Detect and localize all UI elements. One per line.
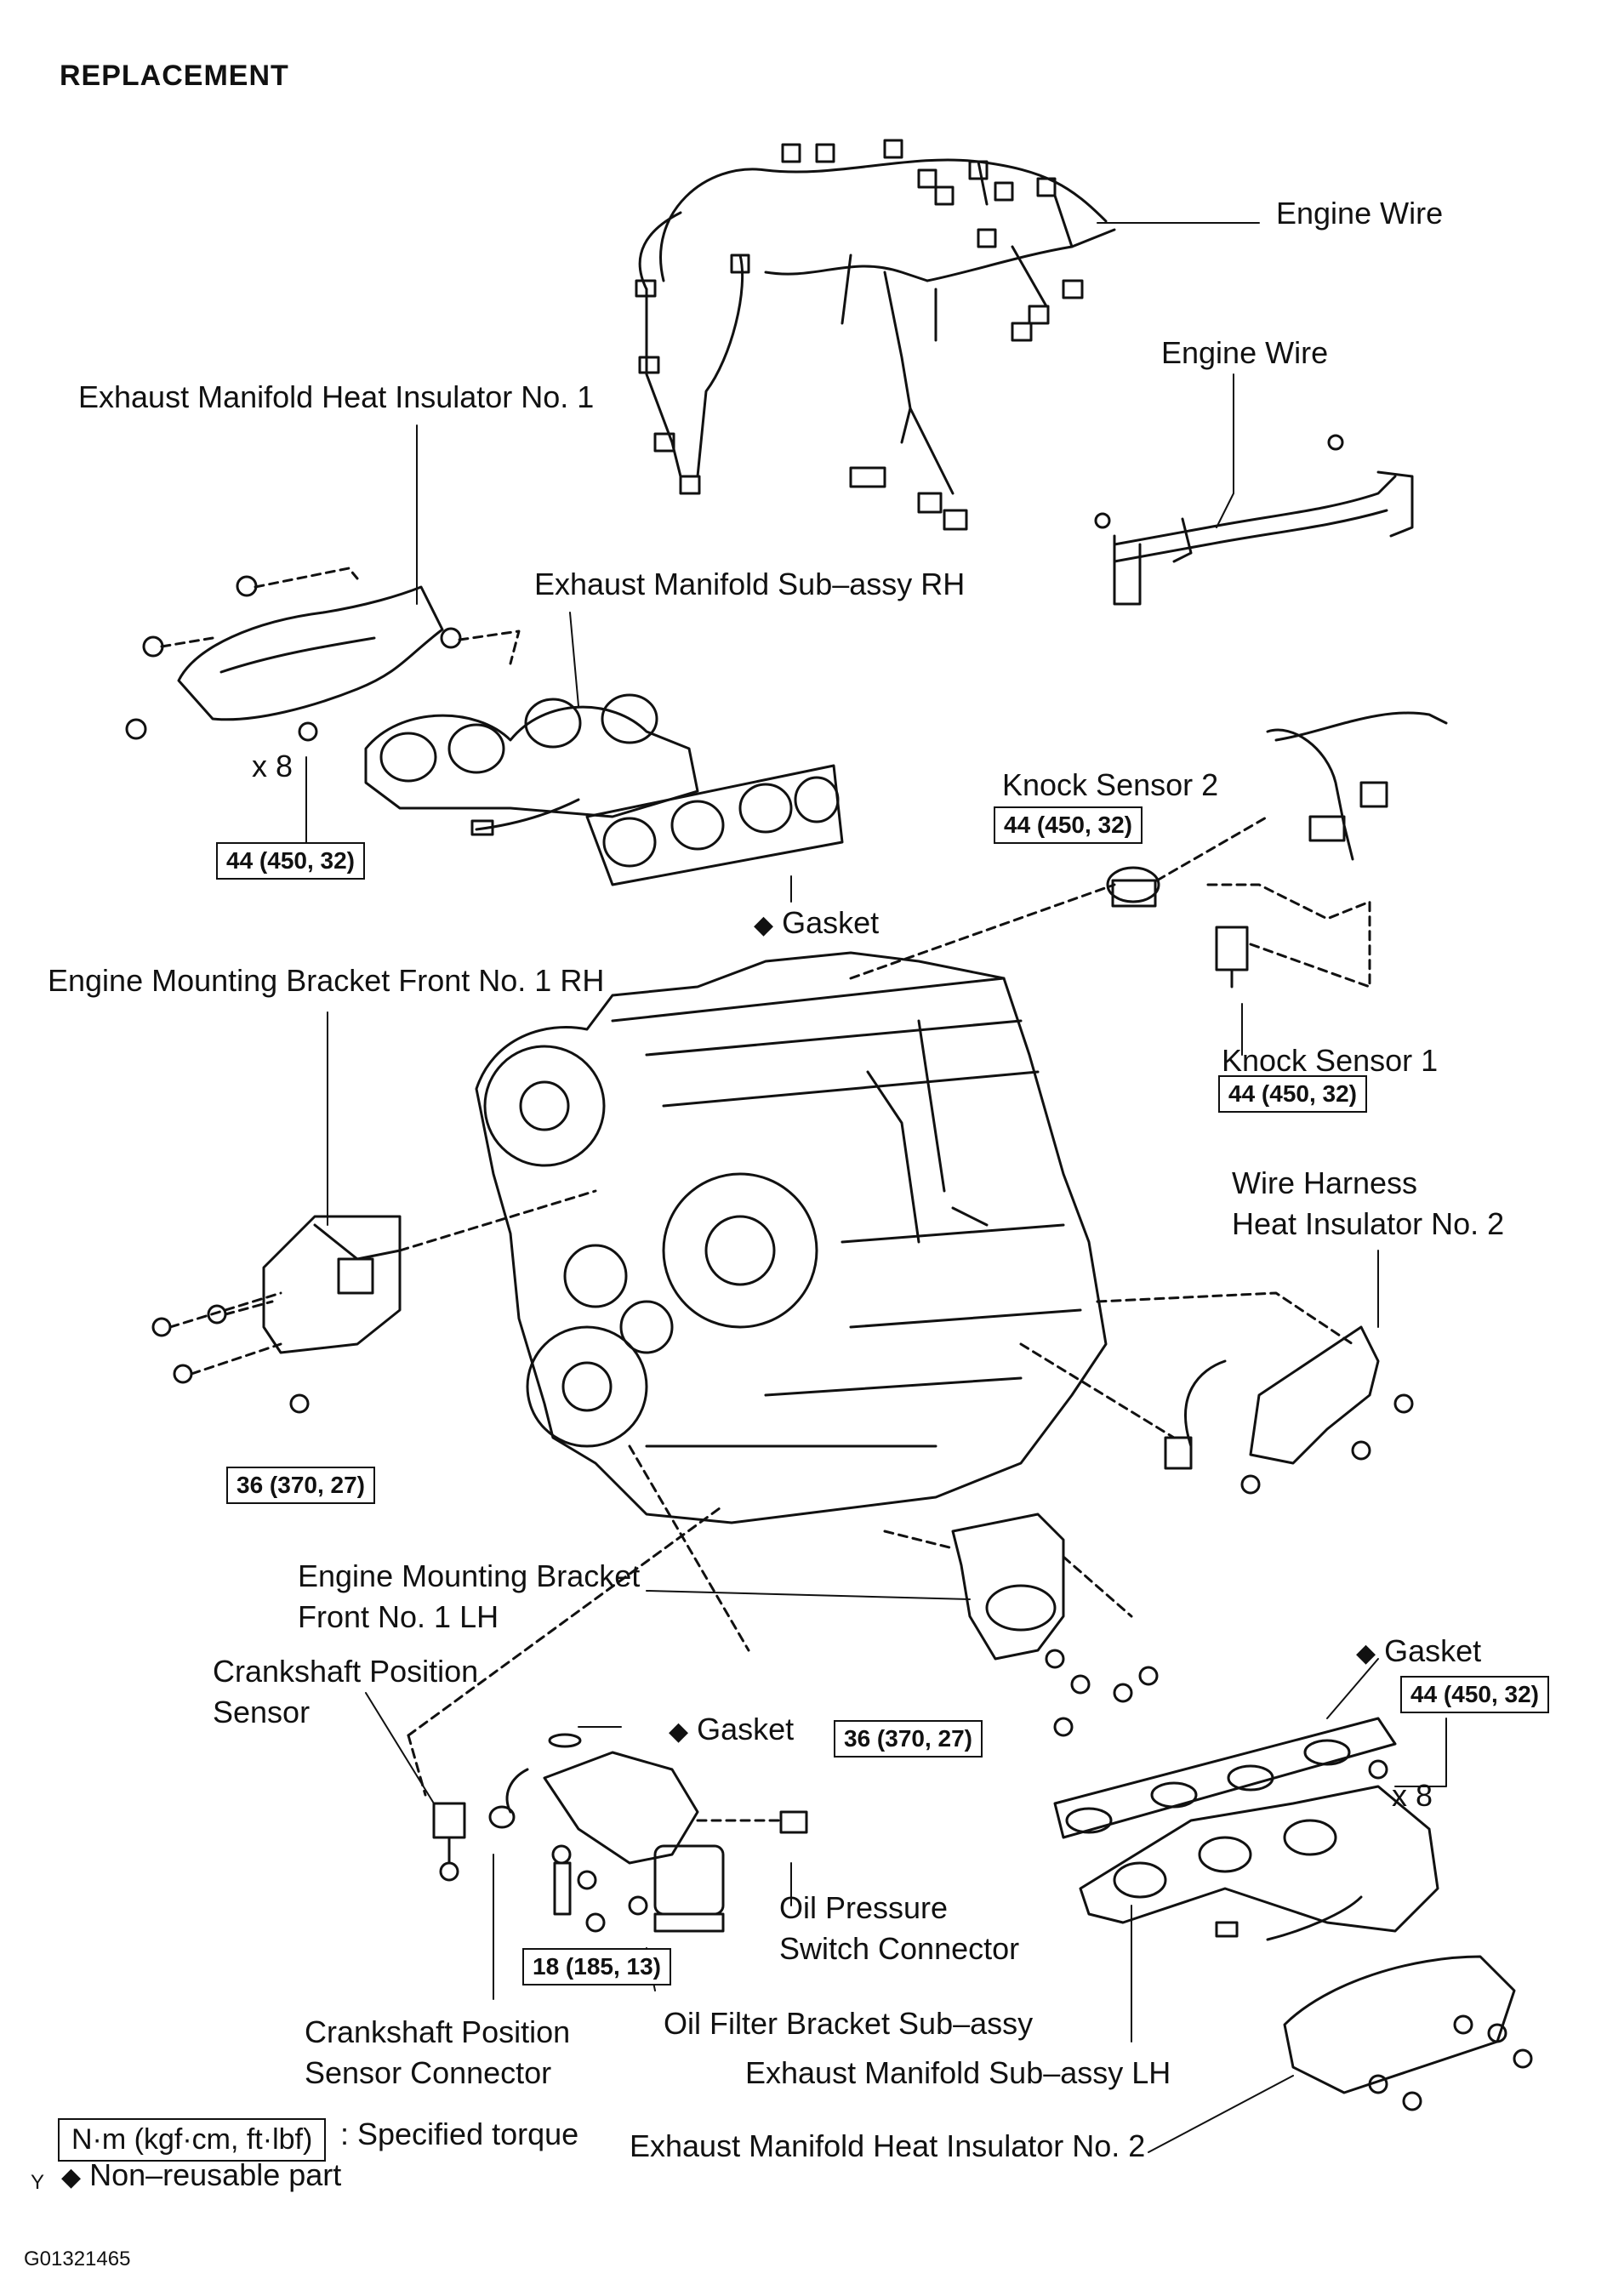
label-wire-harness-1: Wire Harness — [1232, 1165, 1418, 1200]
label-exhaust-manifold-lh: Exhaust Manifold Sub–assy LH — [745, 2055, 1171, 2090]
legend-torque-unit: N·m (kgf·cm, ft·lbf) — [58, 2118, 327, 2162]
exhaust-manifold-lh — [1053, 1717, 1439, 1941]
engine-wire-harness — [635, 139, 1116, 531]
torque-knock-sensor-1: 44 (450, 32) — [1218, 1075, 1367, 1113]
label-exhaust-manifold-rh: Exhaust Manifold Sub–assy RH — [534, 567, 966, 601]
label-gasket-lh: ◆Gasket — [1356, 1633, 1482, 1668]
label-crank-connector-2: Sensor Connector — [305, 2055, 552, 2090]
label-oil-pressure-2: Switch Connector — [779, 1931, 1020, 1966]
label-heat-insulator-1: Exhaust Manifold Heat Insulator No. 1 — [78, 379, 595, 414]
label-gasket-rh: ◆Gasket — [754, 905, 880, 940]
oil-filter-bracket — [543, 1733, 808, 1933]
label-crank-connector-1: Crankshaft Position — [305, 2014, 571, 2049]
label-gasket-oil: ◆Gasket — [669, 1712, 795, 1746]
label-knock-sensor-1: Knock Sensor 1 — [1222, 1043, 1439, 1078]
label-x8-rh: x 8 — [252, 749, 293, 783]
diamond-icon: ◆ — [1356, 1639, 1376, 1667]
torque-mount-rh: 36 (370, 27) — [226, 1467, 375, 1504]
legend-non-reusable: ◆Non–reusable part — [61, 2157, 342, 2192]
torque-knock-sensor-2: 44 (450, 32) — [994, 806, 1143, 844]
label-mount-bracket-lh-1: Engine Mounting Bracket — [298, 1558, 641, 1593]
label-knock-sensor-2: Knock Sensor 2 — [1002, 767, 1219, 802]
knock-sensor-1-shape — [1215, 926, 1249, 988]
mount-bracket-lh — [883, 1513, 1159, 1737]
wire-harness-insulator-2 — [1019, 1291, 1414, 1495]
label-engine-wire: Engine Wire — [1276, 196, 1444, 231]
label-mount-bracket-rh: Engine Mounting Bracket Front No. 1 RH — [48, 963, 605, 998]
diamond-icon: ◆ — [61, 2163, 82, 2191]
engine-wire-bracket — [1094, 434, 1414, 606]
torque-lh-manifold: 44 (450, 32) — [1400, 1676, 1549, 1713]
engine-block — [475, 951, 1108, 1524]
figure-code: G01321465 — [24, 2248, 131, 2270]
label-mount-bracket-lh-2: Front No. 1 LH — [298, 1599, 499, 1634]
label-wire-harness-2: Heat Insulator No. 2 — [1232, 1206, 1505, 1241]
label-x8-lh: x 8 — [1392, 1778, 1433, 1813]
exhaust-manifold-rh — [298, 693, 699, 836]
label-heat-insulator-2: Exhaust Manifold Heat Insulator No. 2 — [630, 2128, 1146, 2163]
label-crank-sensor-1: Crankshaft Position — [213, 1654, 479, 1689]
page-title: REPLACEMENT — [60, 60, 289, 92]
torque-oil-filter: 18 (185, 13) — [522, 1948, 671, 1985]
knock-sensor-2-shape — [1106, 866, 1160, 908]
heat-insulator-1 — [125, 567, 521, 740]
label-oil-filter-bracket: Oil Filter Bracket Sub–assy — [664, 2006, 1034, 2041]
diamond-icon: ◆ — [754, 911, 774, 939]
label-oil-pressure-1: Oil Pressure — [779, 1890, 949, 1925]
y-mark: Y — [31, 2171, 45, 2194]
heat-insulator-2 — [1283, 1955, 1533, 2111]
diamond-icon: ◆ — [669, 1718, 689, 1746]
legend-specified-torque: : Specified torque — [340, 2117, 579, 2151]
leader-lines — [305, 222, 1447, 2153]
gasket-rh — [585, 764, 844, 886]
mount-bracket-rh — [151, 1189, 597, 1414]
torque-rh-manifold: 44 (450, 32) — [216, 842, 365, 880]
torque-mount-lh: 36 (370, 27) — [834, 1720, 983, 1758]
label-engine-wire-2: Engine Wire — [1161, 335, 1329, 370]
label-crank-sensor-2: Sensor — [213, 1695, 311, 1729]
